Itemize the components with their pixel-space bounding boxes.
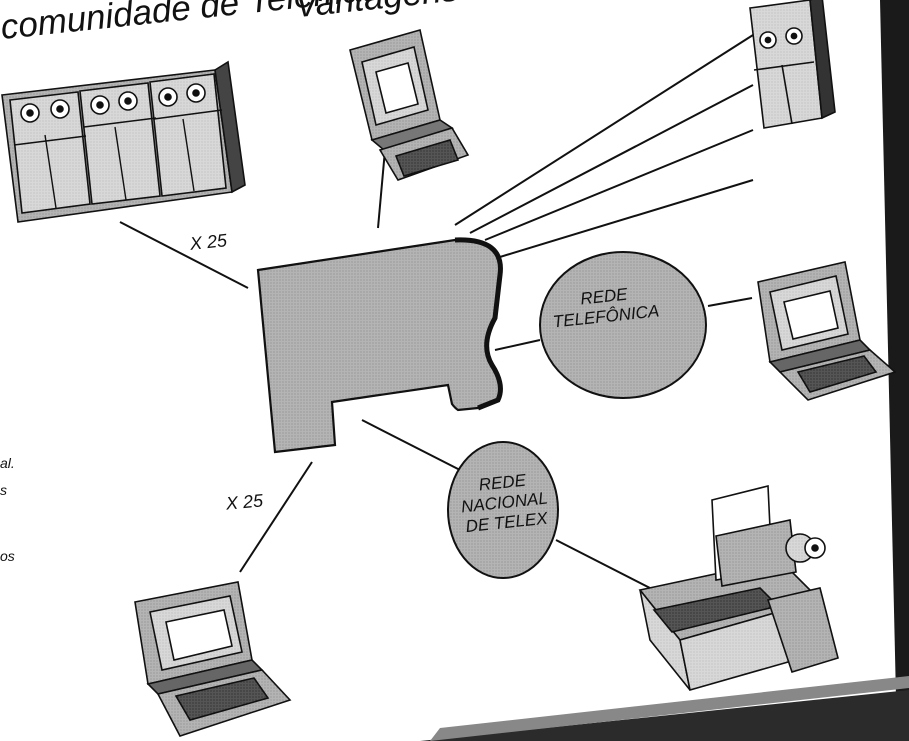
line-server-right-4 xyxy=(489,179,754,261)
line-server-right-3 xyxy=(484,129,754,241)
terminal-bottom-icon xyxy=(134,581,292,737)
side-text-fragment-1: al. xyxy=(0,455,15,471)
rede-telex-circle xyxy=(447,441,559,579)
hub-r-logo-icon xyxy=(256,237,503,454)
line-x25-top xyxy=(119,221,249,289)
server-right-icon xyxy=(749,0,836,129)
line-telex-printer xyxy=(555,539,651,589)
line-server-right-1 xyxy=(454,34,754,226)
rede-telex-label: REDE NACIONAL DE TELEX xyxy=(449,468,560,539)
line-server-right-2 xyxy=(469,84,754,234)
terminal-top-icon xyxy=(349,28,470,181)
line-to-telefonica xyxy=(494,339,541,351)
line-to-telex xyxy=(361,419,461,471)
connector-lines xyxy=(119,34,754,589)
line-telefonica-terminal xyxy=(707,297,753,307)
side-text-fragment-2: s xyxy=(0,482,7,498)
line-x25-bottom xyxy=(239,461,313,573)
side-text-fragment-3: os xyxy=(0,548,15,564)
line-terminal-top xyxy=(377,149,386,229)
terminal-right-icon xyxy=(757,261,897,401)
printer-telex-icon xyxy=(638,484,839,692)
rede-telefonica-circle xyxy=(539,251,707,399)
x25-bottom-label: X 25 xyxy=(225,490,264,514)
server-rack-icon xyxy=(1,60,246,223)
x25-top-label: X 25 xyxy=(189,230,228,254)
